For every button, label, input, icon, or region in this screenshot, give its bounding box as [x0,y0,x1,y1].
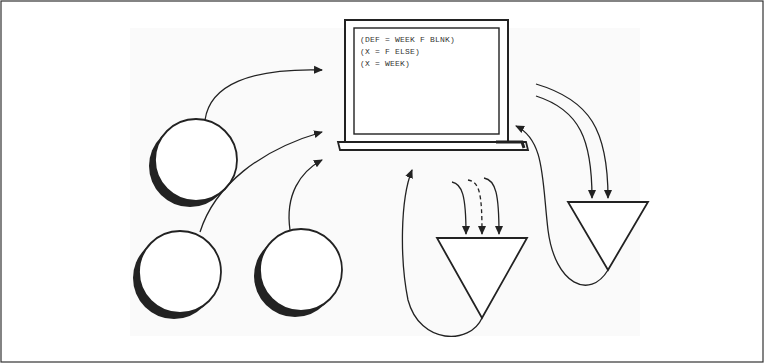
feedback-arrow [516,126,608,285]
paper-background [130,28,640,336]
screen-text-area: (DEF = WEEK F BLNK)(X = F ELSE)(X = WEEK… [360,34,496,130]
source-circles [133,119,342,319]
triangle-symbol [437,238,527,318]
input-arrow [205,70,322,120]
laptop-hinge [496,142,524,148]
output-arrow-dashed [468,180,482,234]
output-arrows [452,84,608,234]
input-arrows [200,70,322,232]
laptop-base [338,142,528,150]
laptop-lid [345,20,508,142]
output-triangles [437,202,648,318]
laptop-screen [354,28,499,134]
code-line: (DEF = WEEK F BLNK) [360,34,496,46]
output-arrow [536,84,608,198]
code-line: (X = WEEK) [360,58,496,70]
input-arrow [200,132,322,232]
circle-symbol [139,231,221,313]
output-arrow [484,178,499,234]
laptop-symbol [338,20,528,150]
code-line: (X = F ELSE) [360,46,496,58]
triangle-symbol [568,202,648,270]
feedback-arrows [402,126,608,336]
circle-symbol [260,229,342,311]
input-arrow [289,160,322,230]
feedback-arrow [402,170,482,336]
output-arrow [452,182,466,234]
